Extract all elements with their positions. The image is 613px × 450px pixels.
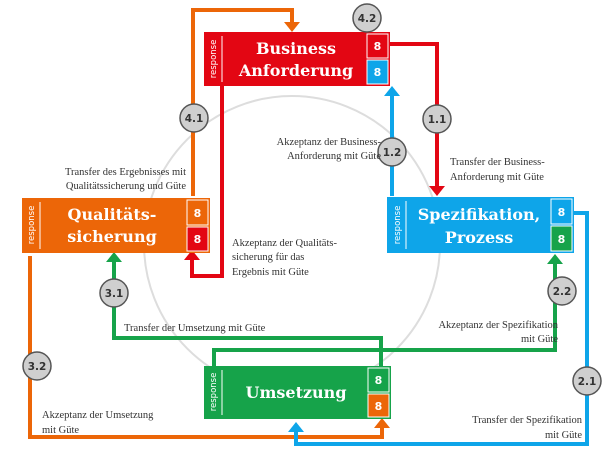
arrowhead-4-1 (284, 22, 300, 32)
svg-text:2.1: 2.1 (578, 376, 597, 388)
label-3-1: Transfer der Umsetzung mit Güte (124, 323, 266, 334)
response-label: response (393, 206, 403, 245)
step-1-2: 1.2 (377, 137, 407, 167)
label-2-1-line1: Transfer der Spezifikation (472, 415, 583, 426)
score-badge: 8 (194, 233, 202, 246)
label-4-1-line2: Qualitätssicherung und Güte (66, 181, 186, 192)
box-title-line2: Prozess (445, 228, 513, 247)
arrowhead-2-2 (547, 254, 563, 264)
arrowhead-3-1 (106, 252, 122, 262)
score-badge: 8 (374, 66, 382, 79)
step-1-1: 1.1 (422, 104, 452, 134)
svg-text:1.1: 1.1 (428, 114, 447, 126)
arrowhead-3-2 (374, 418, 390, 428)
box-title: Umsetzung (246, 383, 347, 402)
svg-text:2.2: 2.2 (553, 286, 572, 298)
label-4-2-line3: Ergebnis mit Güte (232, 267, 309, 278)
svg-text:4.1: 4.1 (185, 113, 204, 125)
arrowhead-4-2 (184, 250, 200, 260)
box-qualitaetssicherung: response Qualitäts- sicherung 8 8 (22, 198, 210, 253)
box-title-line2: sicherung (67, 227, 157, 246)
box-title-line2: Anforderung (238, 61, 353, 80)
label-2-1-line2: mit Güte (545, 430, 582, 441)
score-badge: 8 (558, 206, 566, 219)
arrow-2-2-green (212, 262, 557, 366)
step-4-2: 4.2 (352, 3, 382, 33)
step-2-2: 2.2 (547, 276, 577, 306)
response-label: response (209, 373, 219, 412)
box-umsetzung: response Umsetzung 8 8 (204, 366, 391, 419)
label-3-2-line1: Akzeptanz der Umsetzung (42, 410, 154, 421)
label-3-2-line2: mit Güte (42, 425, 79, 436)
label-1-1-line2: Anforderung mit Güte (450, 172, 544, 183)
score-badge: 8 (375, 400, 383, 413)
arrow-4-1-orange (191, 8, 294, 196)
box-title-line1: Business (256, 39, 336, 58)
label-2-2-line2: mit Güte (521, 334, 558, 345)
arrowhead-1-2 (384, 86, 400, 96)
label-1-2-line1: Akzeptanz der Business- (277, 137, 382, 148)
box-title-line1: Spezifikation, (418, 205, 541, 224)
box-business-anforderung: response Business Anforderung 8 8 (204, 32, 390, 86)
arrow-4-2-red (190, 86, 224, 278)
label-2-2-line1: Akzeptanz der Spezifikation (438, 320, 558, 331)
box-spezifikation-prozess: response Spezifikation, Prozess 8 8 (387, 197, 574, 253)
label-1-1-line1: Transfer der Business- (450, 157, 545, 168)
box-title-line1: Qualitäts- (68, 205, 157, 224)
step-3-1: 3.1 (99, 278, 129, 308)
label-4-2-line1: Akzeptanz der Qualitäts- (232, 238, 337, 249)
arrowhead-2-1 (288, 422, 304, 432)
response-label: response (209, 40, 219, 79)
score-badge: 8 (194, 207, 202, 220)
response-label: response (27, 206, 37, 245)
arrowhead-1-1 (429, 186, 445, 196)
arrow-3-2-orange (28, 256, 384, 439)
svg-text:3.2: 3.2 (28, 361, 47, 373)
step-3-2: 3.2 (22, 351, 52, 381)
arrow-2-1-blue (294, 211, 589, 446)
svg-text:4.2: 4.2 (358, 13, 377, 25)
step-2-1: 2.1 (572, 366, 602, 396)
arrow-1-1-red (390, 42, 439, 186)
score-badge: 8 (375, 374, 383, 387)
label-1-2-line2: Anforderung mit Güte (287, 151, 381, 162)
score-badge: 8 (374, 40, 382, 53)
step-4-1: 4.1 (179, 103, 209, 133)
label-4-2-line2: sicherung für das (232, 252, 304, 263)
svg-text:3.1: 3.1 (105, 288, 124, 300)
label-4-1-line1: Transfer des Ergebnisses mit (65, 167, 186, 178)
svg-text:1.2: 1.2 (383, 147, 402, 159)
score-badge: 8 (558, 233, 566, 246)
